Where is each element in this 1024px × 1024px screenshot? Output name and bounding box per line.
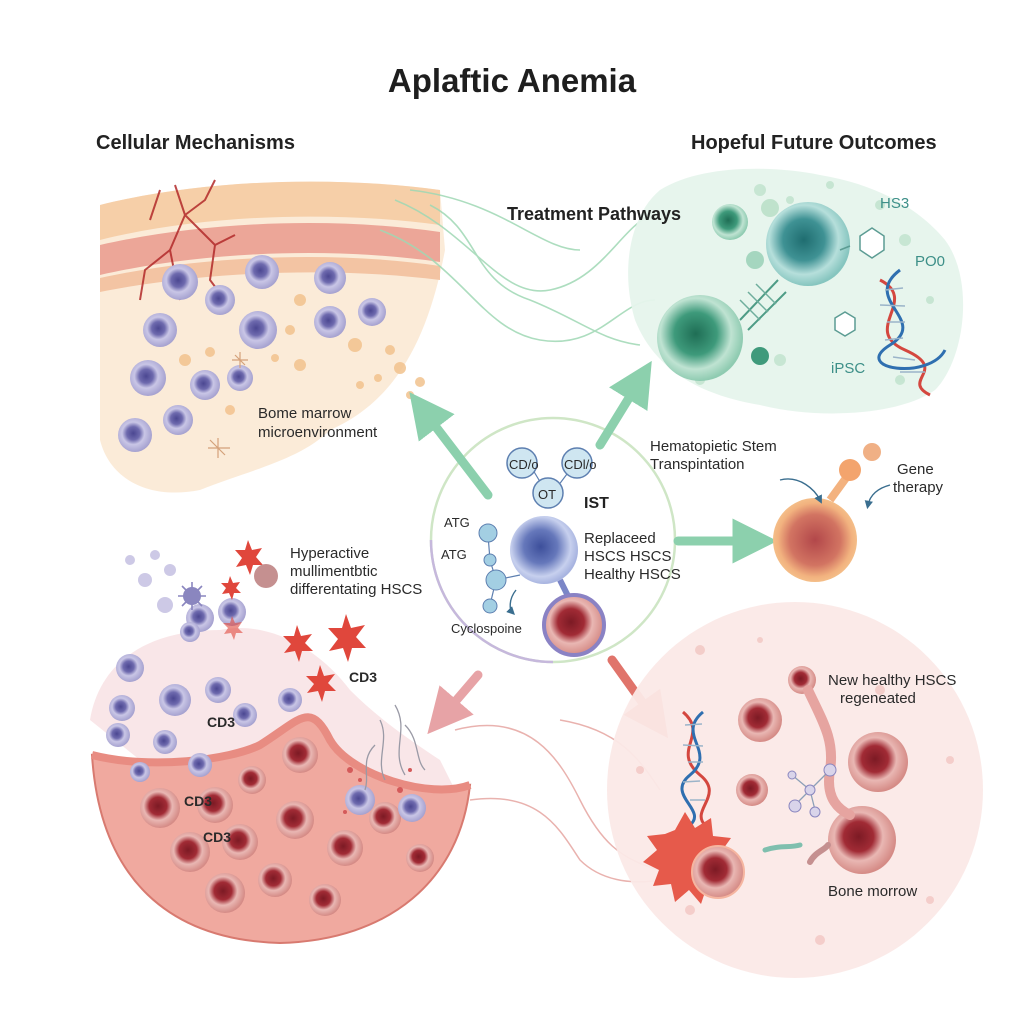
- gene-therapy-cell: [773, 443, 891, 582]
- center-cyclosporine: Cyclospoine: [451, 621, 522, 636]
- center-replaced-line1: Replaceed: [584, 530, 656, 547]
- center-cd-b: CDl/o: [564, 457, 597, 472]
- treatment-center: [429, 416, 677, 664]
- page-title: Aplaftic Anemia: [387, 62, 637, 99]
- bone-morrow-label: Bone morrow: [828, 883, 918, 900]
- gene-therapy-line2: therapy: [893, 479, 944, 496]
- hsct-label-line2: Transpintation: [650, 456, 745, 473]
- center-cd-a: CD/o: [509, 457, 539, 472]
- center-replaced-line3: Healthy HSCS: [584, 566, 681, 583]
- hsct-label-line1: Hematopietic Stem: [650, 438, 777, 455]
- hyperactive-line3: differentating HSCS: [290, 581, 423, 598]
- future-ipsc-label: iPSC: [831, 360, 866, 377]
- hyperactive-line2: mullimentbtic: [290, 563, 378, 580]
- future-hs3-label: HS3: [880, 195, 910, 212]
- center-replaced-line2: HSCS HSCS: [584, 548, 672, 565]
- cd3-label-2: CD3: [207, 714, 236, 730]
- center-ist: IST: [584, 495, 609, 512]
- gene-therapy-line1: Gene: [897, 461, 934, 478]
- damaged-marrow-panel: [90, 540, 472, 945]
- center-atg-2: ATG: [441, 547, 467, 562]
- hyperactive-line1: Hyperactive: [290, 545, 370, 562]
- dna-icon: [877, 268, 947, 397]
- new-healthy-line2: regeneated: [840, 690, 916, 707]
- section-hopeful-outcomes: Hopeful Future Outcomes: [691, 132, 937, 154]
- center-ot: OT: [538, 487, 557, 502]
- section-cellular-mechanisms: Cellular Mechanisms: [96, 132, 295, 154]
- future-outcomes-panel: [628, 168, 964, 414]
- bone-marrow-panel: [100, 179, 445, 493]
- cd3-label-4: CD3: [203, 829, 232, 845]
- regenerated-panel: [607, 602, 983, 978]
- center-atg-1: ATG: [444, 515, 470, 530]
- new-healthy-line1: New healthy HSCS: [828, 672, 957, 689]
- bone-marrow-label-line2: microenvironment: [258, 424, 378, 441]
- cd3-label-3: CD3: [184, 793, 213, 809]
- dna-icon-2: [680, 710, 711, 827]
- cd3-label-1: CD3: [349, 669, 378, 685]
- future-poo-label: PO0: [915, 253, 946, 270]
- bone-marrow-label-line1: Bome marrow: [258, 405, 352, 422]
- section-treatment-pathways: Treatment Pathways: [507, 204, 682, 224]
